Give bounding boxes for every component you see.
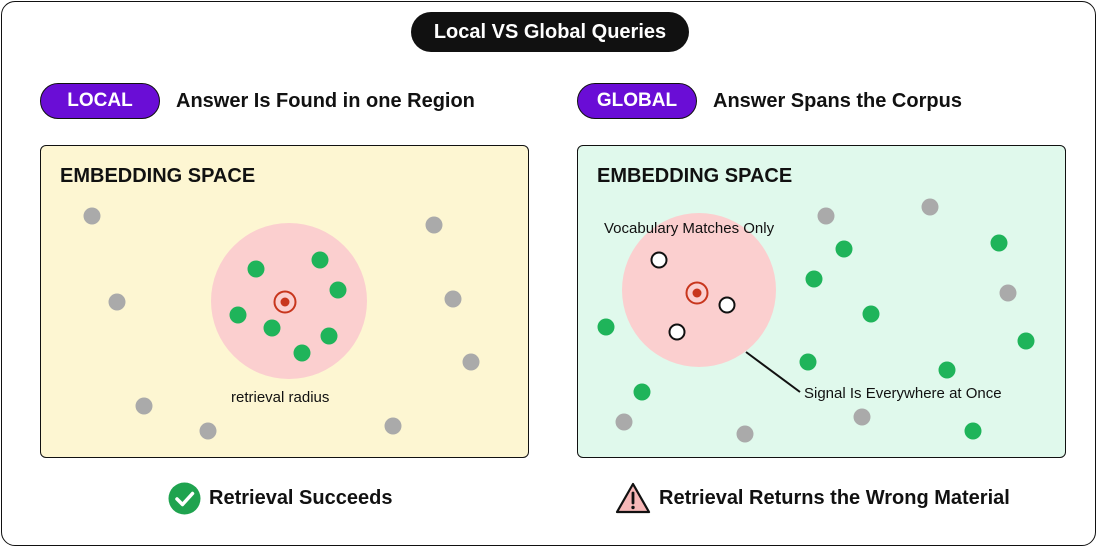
irrelevant-point	[462, 353, 480, 371]
irrelevant-point	[921, 198, 939, 216]
global-embedding-plot	[597, 198, 1035, 443]
irrelevant-point	[999, 284, 1017, 302]
irrelevant-point	[615, 413, 633, 431]
irrelevant-point	[444, 290, 462, 308]
vocabulary-match-point	[718, 296, 736, 314]
relevant-point	[329, 281, 347, 299]
relevant-point	[990, 234, 1008, 252]
vocabulary-matches-label: Vocabulary Matches Only	[604, 220, 775, 237]
local-subtitle: Answer Is Found in one Region	[176, 90, 475, 112]
global-outcome-text: Retrieval Returns the Wrong Material	[659, 487, 1010, 509]
global-subtitle: Answer Spans the Corpus	[713, 90, 962, 112]
global-tag: GLOBAL	[577, 83, 697, 119]
relevant-point	[247, 260, 265, 278]
local-tag: LOCAL	[40, 83, 160, 119]
irrelevant-point	[853, 408, 871, 426]
relevant-point	[862, 305, 880, 323]
relevant-point	[320, 327, 338, 345]
irrelevant-point	[384, 417, 402, 435]
relevant-point	[293, 344, 311, 362]
global-outcome: Retrieval Returns the Wrong Material	[615, 482, 1010, 515]
query-target-icon	[273, 290, 297, 314]
irrelevant-point	[108, 293, 126, 311]
relevant-point	[805, 270, 823, 288]
irrelevant-point	[817, 207, 835, 225]
local-outcome: Retrieval Succeeds	[168, 482, 392, 515]
local-panel-title: EMBEDDING SPACE	[60, 165, 256, 187]
local-embedding-plot	[83, 207, 480, 440]
check-circle-icon	[168, 482, 201, 515]
irrelevant-point	[736, 425, 754, 443]
diagram-title: Local VS Global Queries	[411, 12, 689, 52]
global-panel-title: EMBEDDING SPACE	[597, 165, 793, 187]
relevant-point	[263, 319, 281, 337]
irrelevant-point	[135, 397, 153, 415]
relevant-point	[835, 240, 853, 258]
relevant-point	[799, 353, 817, 371]
signal-everywhere-label: Signal Is Everywhere at Once	[804, 385, 1002, 402]
relevant-point	[311, 251, 329, 269]
vocabulary-match-point	[650, 251, 668, 269]
relevant-point	[964, 422, 982, 440]
local-outcome-text: Retrieval Succeeds	[209, 487, 393, 509]
relevant-point	[938, 361, 956, 379]
local-embedding-panel: EMBEDDING SPACE retrieval radius	[40, 145, 529, 458]
query-target-icon	[685, 281, 709, 305]
vocabulary-match-point	[668, 323, 686, 341]
irrelevant-point	[199, 422, 217, 440]
relevant-point	[1017, 332, 1035, 350]
signal-pointer-line	[745, 351, 801, 393]
warning-triangle-icon	[615, 482, 651, 514]
global-embedding-panel: EMBEDDING SPACE Vocabulary Matches Only …	[577, 145, 1066, 458]
relevant-point	[597, 318, 615, 336]
relevant-point	[229, 306, 247, 324]
relevant-point	[633, 383, 651, 401]
irrelevant-point	[425, 216, 443, 234]
retrieval-radius-label: retrieval radius	[231, 389, 330, 406]
irrelevant-point	[83, 207, 101, 225]
